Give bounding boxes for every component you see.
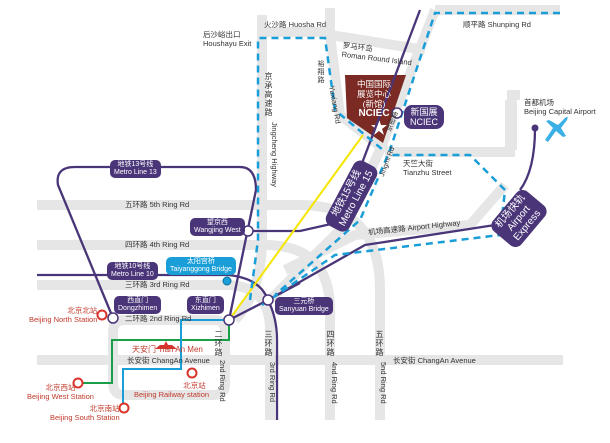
venue-name-cn-2: 展览中心: [356, 89, 391, 99]
railway-cn: 北京站: [183, 381, 206, 390]
airplane-icon: [545, 116, 568, 142]
label-tianzhu-en: Tianzhu Street: [403, 168, 452, 177]
west-cn: 北京西站: [45, 383, 76, 392]
station-xizhimen[interactable]: [223, 314, 235, 326]
taiyanggong-cn: 太阳宫桥: [186, 258, 215, 265]
line10-en: Metro Line 10: [111, 271, 154, 278]
road-airport-highway: [282, 181, 509, 275]
north-en: Beijing North Station: [29, 315, 98, 324]
roads: [37, 5, 563, 420]
transfer-stations: [107, 107, 403, 326]
railway-west-icon: [72, 377, 84, 389]
label-tiananmen[interactable]: 天安门 Tian An Men: [132, 345, 203, 354]
label-ring4-vertical-en: 4nd Ring Rd: [330, 362, 339, 404]
railway-north-icon: [96, 309, 108, 321]
label-jingcheng-en: Jingcheng Highway: [270, 122, 279, 188]
star-icon: [371, 119, 387, 135]
route-blue: [122, 319, 229, 408]
label-2nd-ring: 二环路 2nd Ring Rd: [125, 314, 192, 323]
label-houshayu-cn: 后沙峪出口: [203, 30, 241, 39]
label-huosha-rd: 火沙路 Huosha Rd: [264, 20, 327, 29]
venue-name-en: NCIEC: [358, 108, 390, 119]
venue-name-cn-1: 中国国际: [356, 79, 391, 89]
metro-line-15-yellow: [228, 134, 364, 321]
label-ring3-vertical-cn: 三环路: [264, 330, 273, 357]
station-nciec-cn: 新国展: [410, 107, 438, 117]
label-ring4-vertical-cn: 四环路: [326, 330, 335, 357]
route-jingcheng: [248, 36, 384, 301]
label-ring5-vertical-en: 5nd Ring Rd: [379, 362, 388, 404]
line13-cn: 地铁13号线: [117, 161, 154, 168]
xizhimen-en: Xizhimen: [191, 305, 220, 312]
label-4th-ring: 四环路 4th Ring Rd: [125, 240, 190, 249]
station-dongzhimen[interactable]: [107, 312, 119, 324]
label-tianzhu-cn: 天竺大街: [403, 159, 433, 168]
sanyuan-en: Sanyuan Bridge: [279, 306, 329, 313]
line13-en: Metro Line 13: [114, 169, 157, 176]
route-shunping: [274, 11, 560, 296]
airport-express-line: [267, 127, 537, 302]
xizhimen-cn: 东直门: [194, 297, 216, 304]
label-ring5-vertical-cn: 五环路: [375, 330, 384, 357]
railway-station-icons: [72, 309, 198, 414]
railway-en: Beijing Railway station: [134, 390, 210, 399]
south-cn: 北京南站: [89, 404, 120, 413]
station-taiyanggong[interactable]: [222, 276, 232, 286]
railway-south-icon: [118, 402, 130, 414]
venue-name-cn-3: (新馆): [362, 99, 386, 109]
label-changan-east: 长安街 ChangAn Avenue: [393, 356, 476, 365]
label-houshayu-en: Houshayu Exit: [203, 39, 252, 48]
north-cn: 北京北站: [67, 306, 98, 315]
road-roman: [329, 30, 426, 55]
wangjing-cn: 望京西: [206, 219, 228, 226]
south-en: Beijing South Station: [50, 413, 120, 422]
label-yuxiang-cn: 裕翔路: [317, 60, 324, 84]
station-nciec[interactable]: [391, 107, 403, 119]
label-ring2-vertical-en: 2nd Ring Rd: [218, 360, 227, 402]
label-shunping-rd: 顺平路 Shunping Rd: [463, 20, 531, 29]
airport-terminal-dot: [531, 124, 539, 132]
railway-beijing-icon: [186, 367, 198, 379]
road-5th-ring: [37, 200, 385, 420]
road-airport-side: [507, 90, 520, 150]
label-ring2-vertical-cn: 二环路: [214, 330, 223, 357]
west-en: Beijing West Station: [27, 392, 94, 401]
route-green: [80, 322, 230, 384]
sanyuan-cn: 三元桥: [293, 298, 315, 305]
tiananmen-icon: [155, 341, 177, 349]
nciec-venue-area[interactable]: [345, 75, 406, 143]
dongzhimen-en: Dongzhimen: [118, 305, 158, 312]
line10-cn: 地铁10号线: [114, 263, 151, 270]
label-jingcheng-cn: 京承高速路: [264, 72, 273, 117]
taiyanggong-en: Taiyanggong Bridge: [170, 266, 232, 273]
dongzhimen-cn: 西直门: [127, 297, 149, 304]
label-ring3-vertical-en: 3rd Ring Rd: [268, 362, 277, 403]
airport-en: Beijing Capital Airport: [524, 107, 596, 116]
nciec-venue-label[interactable]: 中国国际 展览中心 (新馆) NCIEC: [348, 79, 400, 119]
label-5th-ring: 五环路 5th Ring Rd: [125, 200, 190, 209]
station-nciec-en: NCIEC: [410, 117, 439, 127]
airport-cn: 首都机场: [524, 98, 554, 107]
station-sanyuan[interactable]: [262, 294, 274, 306]
wangjing-en: Wangjing West: [194, 227, 241, 234]
label-3rd-ring: 三环路 3rd Ring Rd: [125, 280, 190, 289]
road-2nd-ring: [108, 315, 230, 400]
label-changan-west: 长安街 ChangAn Avenue: [127, 356, 210, 365]
